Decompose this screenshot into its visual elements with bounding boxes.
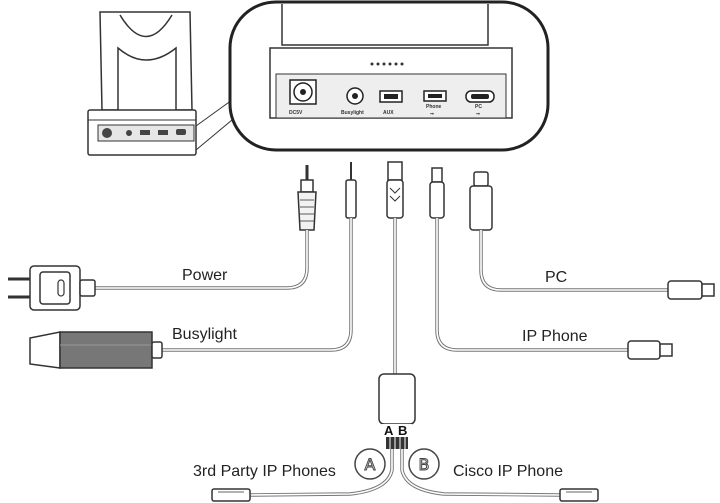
- label-cisco-ip-phone: Cisco IP Phone: [453, 463, 563, 480]
- phone-usb-end: [627, 340, 673, 360]
- circle-a-letter: A: [365, 455, 376, 474]
- label-third-party-ip-phones: 3rd Party IP Phones: [193, 463, 336, 480]
- phone-port: Phone ⭢: [423, 90, 447, 117]
- label-ip-phone: IP Phone: [522, 328, 588, 345]
- phone-port-label: Phone: [426, 104, 441, 110]
- busylight-device: [29, 331, 163, 369]
- power-adapter: [8, 265, 96, 311]
- label-busylight: Busylight: [172, 326, 237, 343]
- base-station-overview: [87, 11, 233, 156]
- dc-port-label: DC5V: [289, 110, 303, 116]
- aux-port-label: AUX: [383, 110, 394, 116]
- base-station-zoom: DC5V Busylight AUX Phone ⭢ PC ⭢: [228, 0, 550, 152]
- splitter-box: A B: [378, 373, 416, 449]
- pc-port-label: PC: [475, 104, 482, 110]
- pc-port: PC ⭢: [465, 90, 495, 117]
- busylight-port-label: Busylight: [341, 110, 364, 116]
- pc-usb-end: [667, 280, 715, 300]
- pc-usb-plug: [469, 171, 493, 231]
- busylight-plug: [345, 162, 357, 219]
- splitter-port-b-label: B: [398, 423, 407, 438]
- usb-symbol-icon: ⭢: [430, 111, 434, 117]
- rj-end-right: [559, 488, 599, 502]
- indicator-dots: [370, 62, 404, 66]
- connectors: [297, 161, 493, 231]
- splitter-port-a-label: A: [384, 423, 394, 438]
- dc-plug: [297, 165, 317, 231]
- aux-plug: [386, 161, 404, 219]
- phone-usb-plug: [429, 167, 445, 219]
- aux-port: AUX: [379, 90, 403, 116]
- busylight-port: Busylight: [341, 87, 364, 116]
- cables: [95, 218, 668, 497]
- circle-a-marker: A: [354, 448, 386, 480]
- usb-symbol-icon-2: ⭢: [476, 111, 480, 117]
- label-power: Power: [182, 267, 228, 284]
- rj-end-left: [211, 488, 251, 502]
- dc-port: DC5V: [289, 79, 317, 116]
- circle-b-letter: B: [419, 455, 430, 474]
- label-pc: PC: [545, 269, 567, 286]
- circle-b-marker: B: [408, 448, 440, 480]
